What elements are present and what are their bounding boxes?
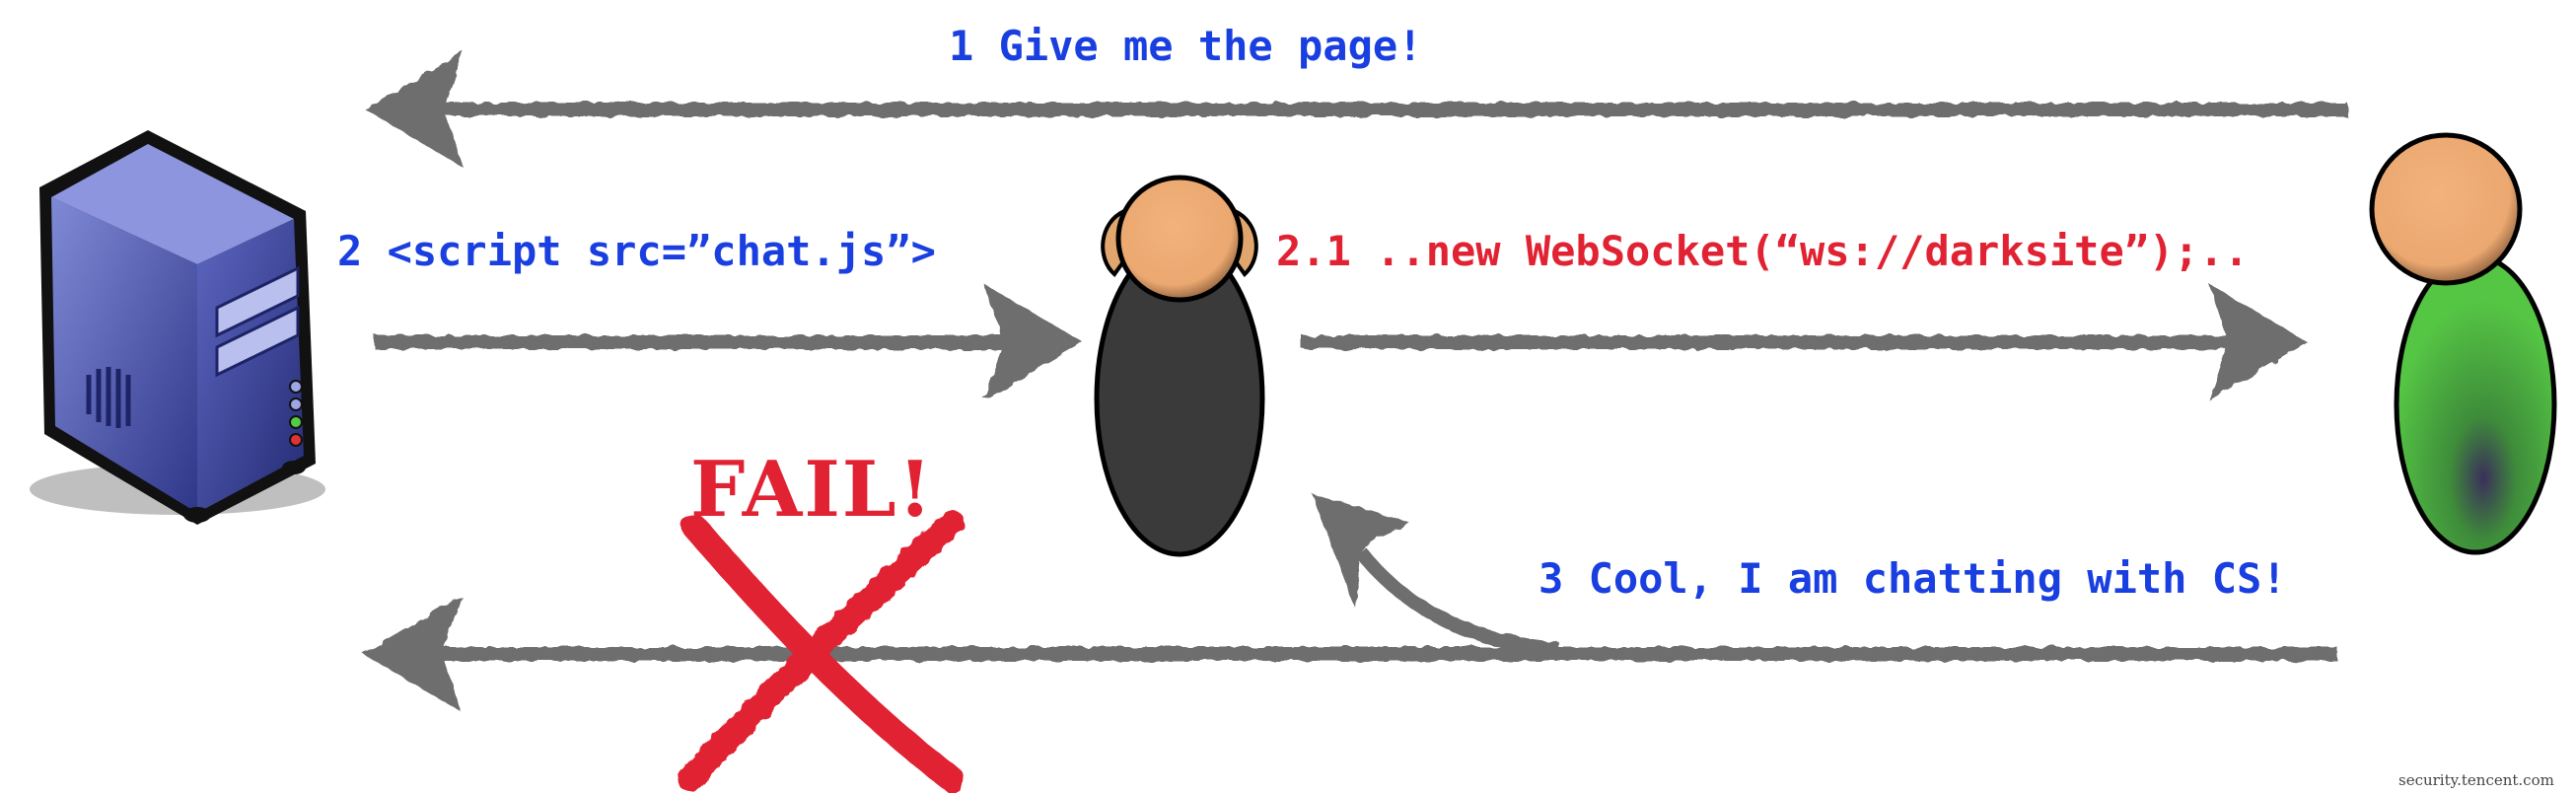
watermark: security.tencent.com <box>2398 771 2554 789</box>
server-icon <box>30 130 325 525</box>
attacker-figure-icon <box>2369 132 2557 555</box>
fail-label: FAIL! <box>690 445 934 535</box>
step-2-label: 2 <script src=”chat.js”> <box>337 227 936 275</box>
arrow-script-response <box>375 284 1083 400</box>
red-x-icon <box>678 510 965 792</box>
arrow-fake-response-to-user <box>1312 493 1559 656</box>
step-3-label: 3 Cool, I am chatting with CS! <box>1538 554 2287 603</box>
arrow-fake-response <box>363 596 2337 712</box>
arrow-request-page <box>365 51 2347 168</box>
step-1-label: 1 Give me the page! <box>949 22 1423 70</box>
user-figure-icon <box>1094 175 1265 557</box>
arrow-websocket <box>1302 284 2308 400</box>
step-2-1-label: 2.1 ..new WebSocket(“ws://darksite”);.. <box>1276 227 2250 275</box>
